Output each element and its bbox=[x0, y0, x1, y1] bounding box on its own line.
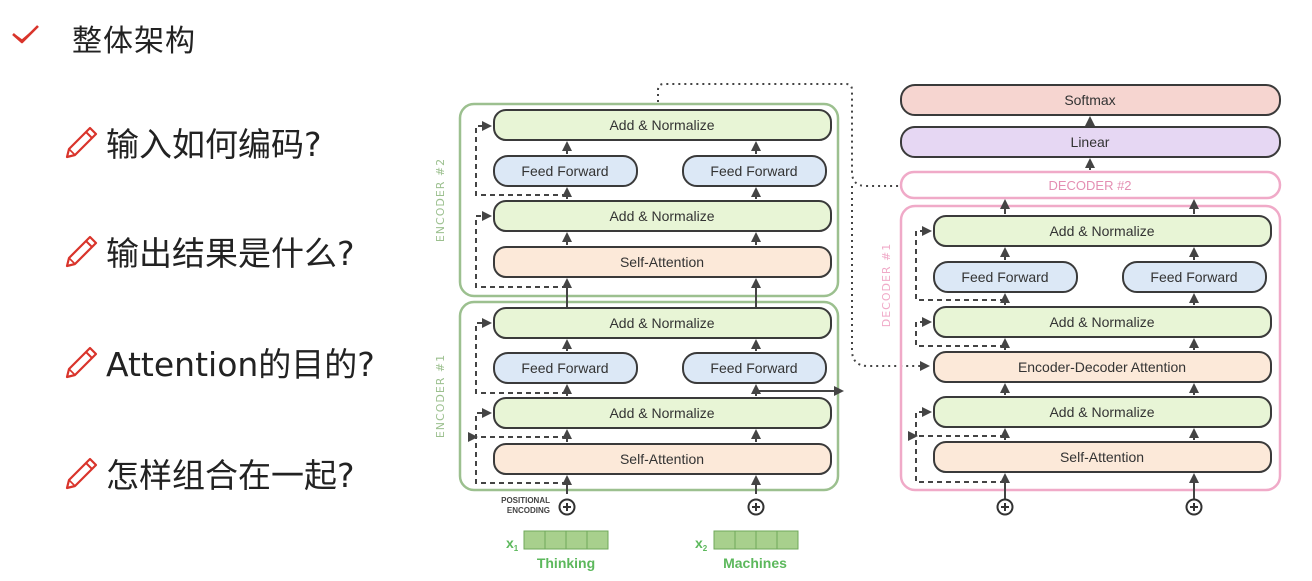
dec-feed-forward-2-label: Feed Forward bbox=[1150, 269, 1237, 285]
enc1-feed-forward-1 bbox=[493, 352, 638, 384]
enc1-add-normalize-top-label: Add & Normalize bbox=[609, 315, 714, 331]
enc2-add-normalize-bottom bbox=[493, 200, 832, 232]
input-vector-machines bbox=[713, 530, 799, 550]
input-word-machines: Machines bbox=[723, 555, 787, 571]
linear-label: Linear bbox=[1071, 134, 1110, 150]
check-icon bbox=[12, 25, 39, 44]
dec-add-normalize-bottom-label: Add & Normalize bbox=[1049, 404, 1154, 420]
bullet-item: 输入如何编码? bbox=[62, 120, 322, 164]
input-vector-thinking bbox=[523, 530, 609, 550]
add-circle-icon bbox=[558, 498, 576, 516]
enc1-feed-forward-2-label: Feed Forward bbox=[710, 360, 797, 376]
pencil-icon bbox=[65, 235, 98, 268]
bullet-item: Attention的目的? bbox=[62, 340, 375, 384]
bullet-text: 怎样组合在一起? bbox=[106, 456, 355, 495]
enc2-add-normalize-bottom-label: Add & Normalize bbox=[609, 208, 714, 224]
add-circle-icon bbox=[1185, 498, 1203, 516]
enc1-feed-forward-2 bbox=[682, 352, 827, 384]
enc1-self-attention-label: Self-Attention bbox=[620, 451, 704, 467]
pencil-icon bbox=[65, 126, 98, 159]
decoder-1-frame bbox=[899, 204, 1282, 492]
enc2-self-attention bbox=[493, 246, 832, 278]
decoder-flow-arrows bbox=[1000, 116, 1199, 500]
slide-title: 整体架构 bbox=[72, 24, 196, 59]
dec-add-normalize-bottom bbox=[933, 396, 1272, 428]
bullet-item: 输出结果是什么? bbox=[62, 229, 355, 273]
softmax-box bbox=[900, 84, 1281, 116]
bullet-text: Attention的目的? bbox=[106, 345, 375, 384]
dec-add-normalize-top bbox=[933, 215, 1272, 247]
decoder-2-label: DECODER #2 bbox=[1048, 178, 1131, 193]
decoder-2-box bbox=[899, 170, 1282, 200]
dec-feed-forward-2 bbox=[1122, 261, 1267, 293]
input-x1-label: x1 bbox=[506, 535, 519, 553]
encoder-decoder-link bbox=[657, 83, 930, 191]
enc1-add-normalize-bottom bbox=[493, 397, 832, 429]
input-x2-label: x2 bbox=[695, 535, 708, 553]
enc2-feed-forward-2-label: Feed Forward bbox=[710, 163, 797, 179]
encoder-2-label: ENCODER #2 bbox=[434, 158, 447, 242]
enc2-feed-forward-2 bbox=[682, 155, 827, 187]
dec-add-normalize-top-label: Add & Normalize bbox=[1049, 223, 1154, 239]
enc1-add-normalize-bottom-label: Add & Normalize bbox=[609, 405, 714, 421]
dec-add-normalize-mid-label: Add & Normalize bbox=[1049, 314, 1154, 330]
encoder-1-frame bbox=[458, 300, 840, 492]
bullet-text: 输出结果是什么? bbox=[106, 234, 355, 273]
dec-feed-forward-1 bbox=[933, 261, 1078, 293]
input-word-thinking: Thinking bbox=[537, 555, 595, 571]
enc1-add-normalize-top bbox=[493, 307, 832, 339]
decoder-residual-connections bbox=[914, 226, 1005, 483]
decoder-1-label: DECODER #1 bbox=[880, 243, 893, 328]
pencil-icon bbox=[65, 457, 98, 490]
dec-encoder-decoder-attention-label: Encoder-Decoder Attention bbox=[1018, 359, 1186, 375]
positional-encoding-label-2: ENCODING bbox=[507, 506, 550, 515]
dec-self-attention bbox=[933, 441, 1272, 473]
positional-encoding-label-1: POSITIONAL bbox=[501, 496, 550, 505]
softmax-label: Softmax bbox=[1064, 92, 1115, 108]
enc2-feed-forward-1-label: Feed Forward bbox=[521, 163, 608, 179]
enc2-add-normalize-top-label: Add & Normalize bbox=[609, 117, 714, 133]
encoder-1-label: ENCODER #1 bbox=[434, 354, 447, 438]
dec-encoder-decoder-attention bbox=[933, 351, 1272, 383]
linear-box bbox=[900, 126, 1281, 158]
bullet-text: 输入如何编码? bbox=[106, 125, 322, 164]
enc2-add-normalize-top bbox=[493, 109, 832, 141]
enc1-feed-forward-1-label: Feed Forward bbox=[521, 360, 608, 376]
add-circle-icon bbox=[747, 498, 765, 516]
encoder-2-frame bbox=[458, 102, 840, 298]
dec-feed-forward-1-label: Feed Forward bbox=[961, 269, 1048, 285]
bullet-item: 怎样组合在一起? bbox=[62, 451, 355, 495]
enc1-self-attention bbox=[493, 443, 832, 475]
dec-add-normalize-mid bbox=[933, 306, 1272, 338]
enc2-feed-forward-1 bbox=[493, 155, 638, 187]
add-circle-icon bbox=[996, 498, 1014, 516]
encoder-residual-connections bbox=[474, 121, 844, 484]
pencil-icon bbox=[65, 346, 98, 379]
dec-self-attention-label: Self-Attention bbox=[1060, 449, 1144, 465]
enc2-self-attention-label: Self-Attention bbox=[620, 254, 704, 270]
